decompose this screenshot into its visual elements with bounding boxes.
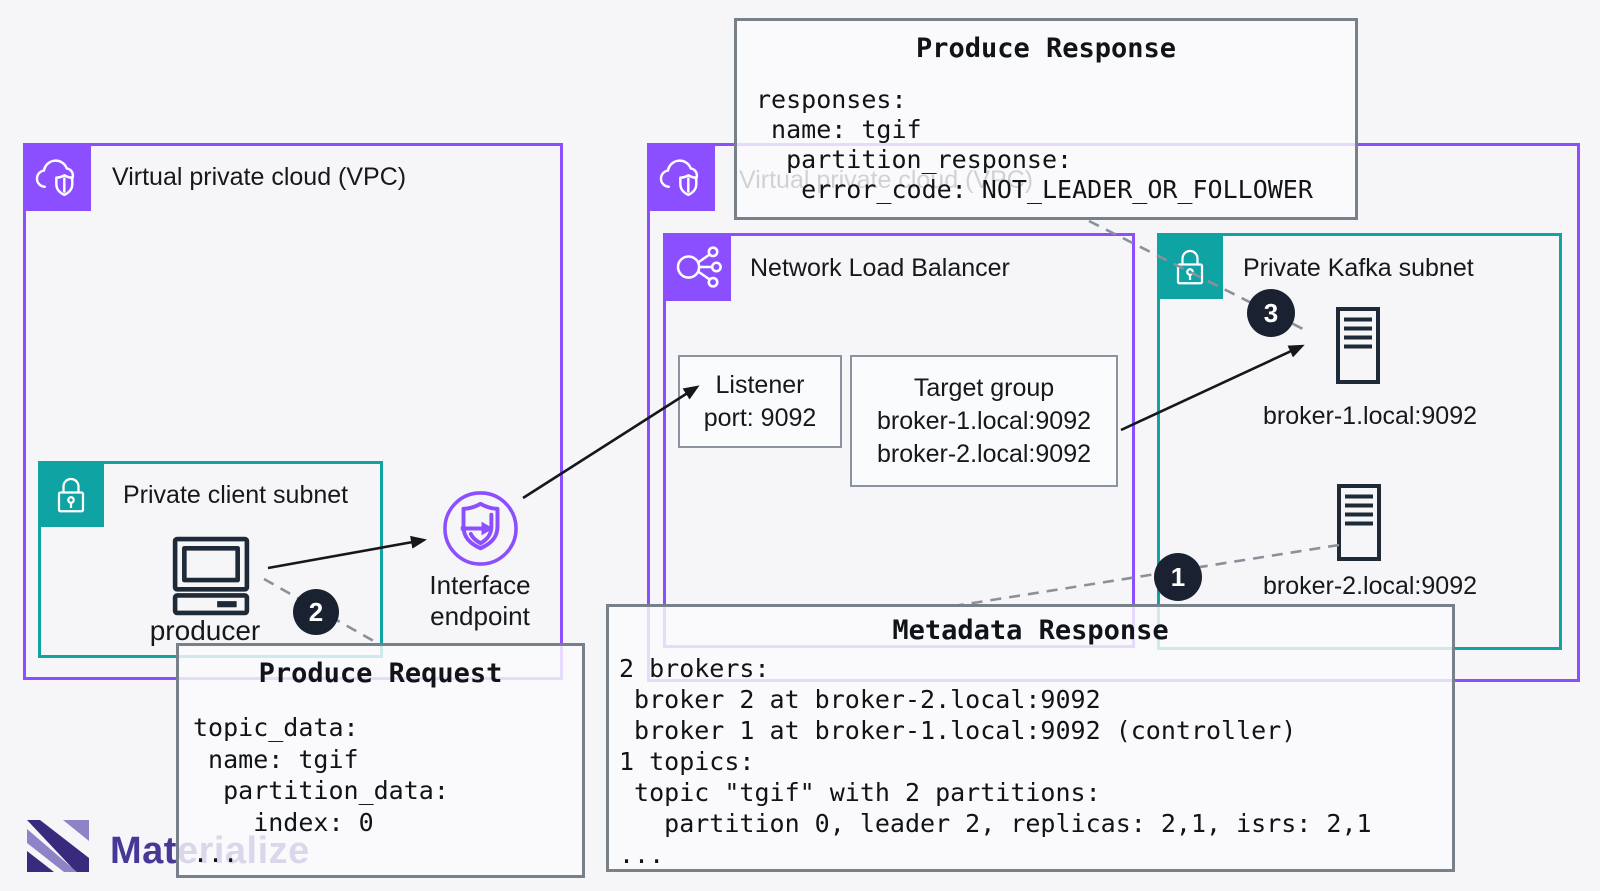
produce-response-box: Produce Response responses: name: tgif p… [734,18,1358,220]
cloud-shield-icon [647,143,715,211]
listener-box: Listener port: 9092 [678,355,842,448]
code-line: topic_data: [193,713,359,742]
endpoint-label: Interface endpoint [395,570,565,632]
code-line: responses: [756,85,907,114]
target-group-entry: broker-2.local:9092 [876,439,1091,468]
code-line: partition_data: [193,776,449,805]
metadata-response-title: Metadata Response [892,615,1169,646]
code-line: name: tgif [193,744,359,774]
broker-1-label: broker-1.local:9092 [1262,402,1477,430]
code-line: partition 0, leader 2, replicas: 2,1, is… [619,809,1372,838]
broker-2-label: broker-2.local:9092 [1262,572,1477,600]
load-balancer-icon [663,233,731,301]
metadata-response-body: 2 brokers: broker 2 at broker-2.local:90… [619,653,1452,870]
lock-icon [1157,233,1223,299]
listener-port: port: 9092 [703,403,817,432]
step-1-badge: 1 [1154,553,1202,601]
produce-request-body: topic_data: name: tgif partition_data: i… [193,712,582,870]
code-line: 1 topics: [619,747,755,776]
produce-response-body: responses: name: tgif partition_response… [756,85,1355,205]
code-line: index: 0 [193,807,374,837]
left-vpc-label: Virtual private cloud (VPC) [112,163,407,191]
code-line: ... [193,839,239,868]
producer-label: producer [149,615,261,646]
endpoint-label-line2: endpoint [430,601,530,631]
client-subnet-label: Private client subnet [123,481,349,509]
listener-title: Listener [715,370,805,399]
cloud-shield-icon [23,143,91,211]
code-line: broker 1 at broker-1.local:9092 (control… [619,716,1297,745]
endpoint-label-line1: Interface [429,570,531,600]
step-3-badge: 3 [1247,289,1295,337]
materialize-logo-icon [27,820,89,877]
produce-request-title: Produce Request [258,658,503,689]
server-icon [1337,484,1381,566]
code-line: broker 2 at broker-2.local:9092 [619,685,1101,714]
endpoint-shield-icon [441,489,520,573]
target-group-box: Target group broker-1.local:9092 broker-… [850,355,1118,487]
code-line: ... [619,840,665,869]
code-line: partition_response: [756,145,1073,174]
server-icon [1336,307,1380,389]
code-line: topic "tgif" with 2 partitions: [619,778,1101,807]
target-group-title: Target group [913,373,1055,402]
step-2-badge: 2 [293,589,339,635]
produce-request-box: Produce Request topic_data: name: tgif p… [176,643,585,878]
metadata-response-box: Metadata Response 2 brokers: broker 2 at… [606,604,1455,872]
code-line: name: tgif [756,115,922,144]
target-group-entry: broker-1.local:9092 [876,406,1091,435]
code-line: 2 brokers: [619,654,770,683]
lock-icon [38,461,104,527]
nlb-label: Network Load Balancer [750,254,1010,282]
produce-response-title: Produce Response [915,33,1177,64]
kafka-subnet-label: Private Kafka subnet [1243,254,1474,282]
computer-icon [172,536,250,621]
code-line: error_code: NOT_LEADER_OR_FOLLOWER [756,175,1313,204]
